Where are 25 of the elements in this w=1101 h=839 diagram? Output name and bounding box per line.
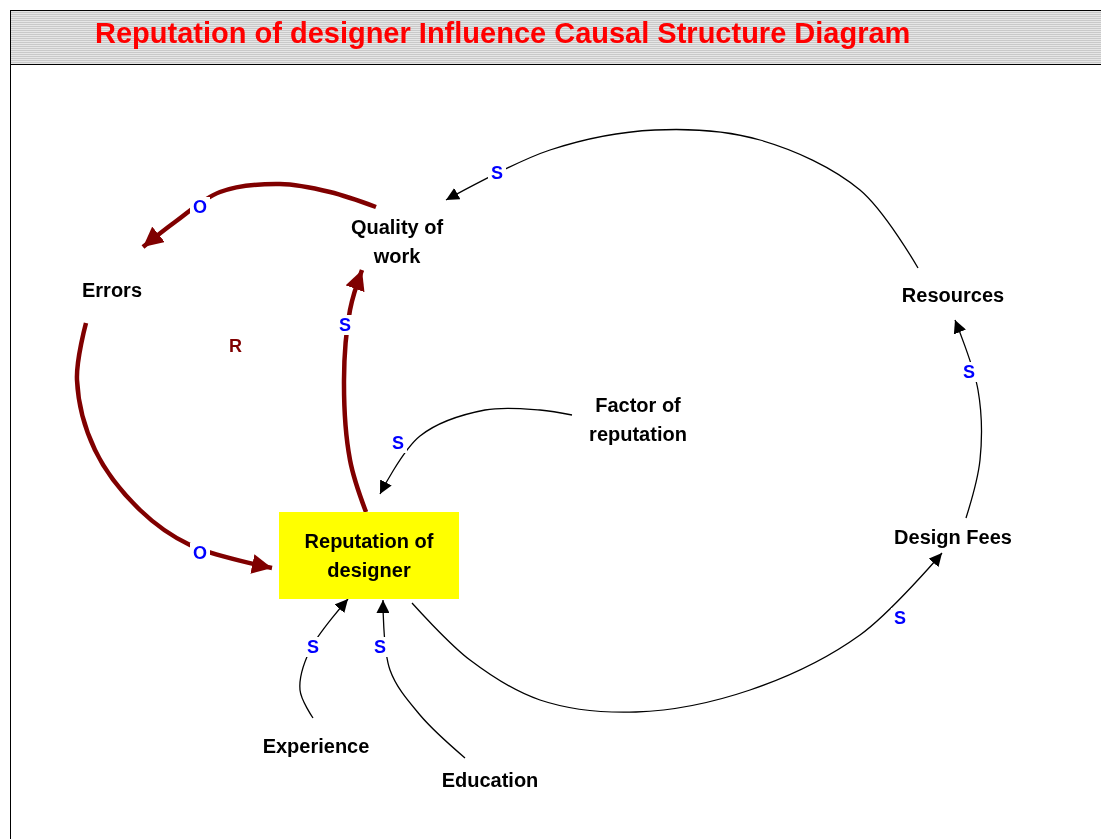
variable-label: Errors xyxy=(70,276,154,304)
polarity-label: S xyxy=(371,637,389,657)
arrow xyxy=(299,598,349,719)
variable-label: Factor of reputation xyxy=(572,391,704,449)
arrow xyxy=(445,128,919,269)
variable-label: Quality of work xyxy=(332,212,462,272)
loop-label: R xyxy=(229,336,242,357)
variable-label: Education xyxy=(426,766,554,794)
polarity-label: S xyxy=(304,637,322,657)
feedback-arrow xyxy=(341,269,369,513)
polarity-label: O xyxy=(190,197,210,217)
highlighted-box: Reputation of designer xyxy=(279,512,459,599)
polarity-label: S xyxy=(960,362,978,382)
title: Reputation of designer Influence Causal Structure Diagram xyxy=(95,17,911,50)
arrow xyxy=(953,319,983,519)
polarity-label: S xyxy=(336,315,354,335)
variable-label: Resources xyxy=(885,281,1021,309)
feedback-arrow xyxy=(74,322,273,574)
arrow xyxy=(376,599,466,759)
arrow xyxy=(411,552,943,713)
polarity-label: S xyxy=(389,433,407,453)
variable-label: Experience xyxy=(246,732,386,760)
feedback-arrow xyxy=(141,181,377,249)
arrow xyxy=(379,407,573,495)
variable-label: Design Fees xyxy=(875,523,1031,551)
